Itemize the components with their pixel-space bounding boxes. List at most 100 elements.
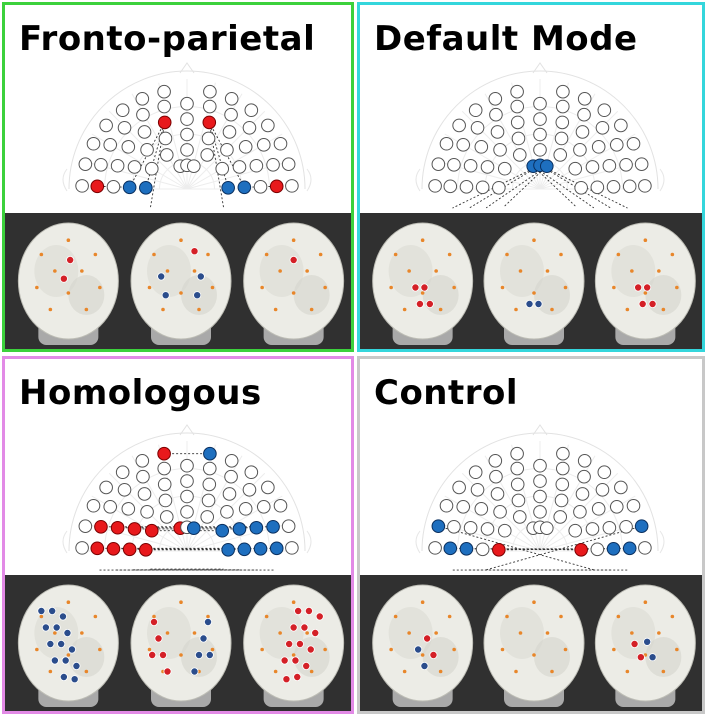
electrode xyxy=(244,103,259,118)
electrode xyxy=(533,96,547,111)
reference-sensor xyxy=(612,285,616,290)
reference-sensor xyxy=(559,614,563,619)
electrode xyxy=(590,542,605,557)
reference-sensor xyxy=(305,631,309,635)
electrode xyxy=(159,510,174,524)
electrode xyxy=(110,520,125,535)
electrode xyxy=(475,180,490,195)
electrode xyxy=(249,520,264,535)
reference-sensor xyxy=(643,600,648,604)
reference-sensor xyxy=(438,307,443,312)
active-sensor-red xyxy=(148,651,157,660)
reference-sensor xyxy=(53,631,57,635)
electrode xyxy=(577,469,591,484)
reference-sensor xyxy=(532,291,536,295)
reference-sensor xyxy=(35,647,39,652)
electrode xyxy=(144,523,159,538)
reference-sensor xyxy=(323,285,327,290)
head-view xyxy=(594,222,696,345)
reference-sensor xyxy=(420,238,425,242)
reference-sensor xyxy=(532,600,536,604)
electrode xyxy=(159,148,174,162)
electrode xyxy=(220,143,234,157)
head-renders xyxy=(360,213,702,349)
electrode xyxy=(222,487,237,501)
electrode xyxy=(140,143,154,157)
electrode xyxy=(573,505,587,519)
electrode xyxy=(474,502,489,516)
nose-mark xyxy=(532,424,548,436)
electrode xyxy=(489,469,503,484)
electrode xyxy=(490,125,505,139)
active-sensor-red xyxy=(634,283,643,292)
electrode xyxy=(75,179,89,193)
electrode xyxy=(512,510,527,524)
electrode xyxy=(602,520,617,535)
electrode xyxy=(595,482,610,497)
reference-sensor xyxy=(420,600,425,604)
head-outline xyxy=(421,432,659,552)
electrode xyxy=(242,120,257,135)
reference-sensor xyxy=(612,647,616,652)
electrode xyxy=(488,453,503,468)
electrode xyxy=(157,99,172,114)
reference-sensor xyxy=(532,238,536,242)
electrodes xyxy=(428,446,652,557)
head-view xyxy=(17,584,119,707)
active-sensor-red xyxy=(415,300,424,309)
electrode xyxy=(577,107,591,122)
electrode xyxy=(99,480,113,495)
electrode xyxy=(157,115,172,130)
electrode xyxy=(220,505,234,519)
reference-sensor xyxy=(500,647,505,652)
reference-sensor xyxy=(66,291,71,295)
active-sensor-red xyxy=(420,283,429,292)
electrode xyxy=(238,502,253,516)
reference-sensor xyxy=(518,269,523,273)
reference-sensor xyxy=(305,269,309,273)
ear-right xyxy=(659,530,665,554)
head-view xyxy=(243,584,345,707)
active-sensor-blue xyxy=(46,640,55,649)
reference-sensor xyxy=(402,669,407,674)
electrode xyxy=(533,112,547,126)
electrodes xyxy=(75,446,299,557)
reference-sensor xyxy=(389,285,393,290)
electrode xyxy=(606,542,621,556)
electrode xyxy=(122,180,137,195)
active-sensor-blue xyxy=(525,300,534,309)
panel-title: Fronto-parietal xyxy=(19,19,316,59)
reference-sensor xyxy=(165,269,170,273)
electrode xyxy=(135,91,150,106)
electrode xyxy=(117,120,132,135)
reference-sensor xyxy=(505,614,509,619)
reference-sensor xyxy=(393,614,398,619)
active-sensor-blue xyxy=(190,667,199,676)
reference-sensor xyxy=(98,285,102,290)
reference-sensor xyxy=(545,631,550,635)
active-sensor-red xyxy=(293,673,302,682)
electrode xyxy=(266,519,280,534)
active-sensor-red xyxy=(423,634,432,643)
electrode xyxy=(470,482,485,497)
electrode xyxy=(606,180,621,194)
reference-sensor xyxy=(80,269,84,273)
reference-sensor xyxy=(147,647,152,652)
reference-sensor xyxy=(630,269,634,273)
electrode xyxy=(103,500,118,514)
ear-left xyxy=(415,530,421,554)
reference-sensor xyxy=(318,252,323,257)
panel-title: Default Mode xyxy=(374,19,638,59)
electrode xyxy=(121,140,136,154)
reference-sensor xyxy=(661,307,666,312)
head-renders xyxy=(5,213,351,349)
reference-sensor xyxy=(309,669,314,674)
electrode xyxy=(510,84,524,99)
reference-sensor xyxy=(273,307,278,312)
electrode xyxy=(253,180,268,194)
electrode xyxy=(597,465,612,480)
electrode xyxy=(609,138,624,152)
electrode xyxy=(215,523,230,538)
reference-sensor xyxy=(420,291,425,295)
electrode xyxy=(180,489,194,504)
